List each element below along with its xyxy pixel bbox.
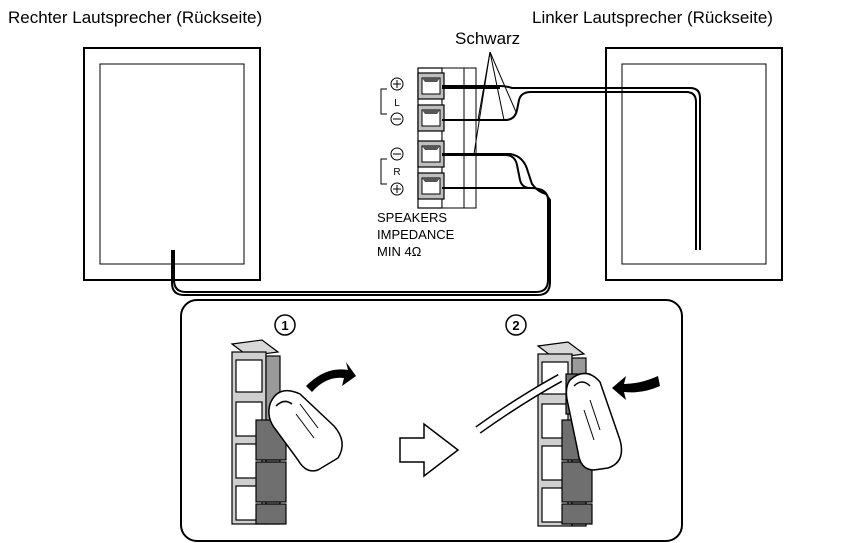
impedance-label: IMPEDANCE	[377, 227, 455, 242]
finger-icon	[565, 372, 623, 471]
terminal-r-plus	[417, 172, 445, 200]
right-speaker-label: Rechter Lautsprecher (Rückseite)	[8, 8, 263, 27]
finger-icon	[268, 389, 343, 472]
left-speaker-box	[605, 47, 783, 281]
left-speaker-label: Linker Lautsprecher (Rückseite)	[532, 8, 773, 27]
speaker-wires	[171, 85, 701, 296]
terminal-l-minus	[417, 104, 445, 132]
channel-l-label: L	[394, 98, 400, 109]
channel-r-label: R	[393, 167, 400, 178]
step2-badge: 2	[505, 314, 527, 336]
black-wire-pointer	[473, 51, 517, 155]
arrow-right-icon	[306, 362, 356, 392]
speaker-terminal-block	[417, 67, 477, 209]
arrow-left-icon	[612, 376, 660, 400]
step2-number: 2	[512, 318, 519, 333]
step1-badge: 1	[274, 314, 296, 336]
plus-icon	[390, 182, 404, 196]
step1-number: 1	[281, 318, 288, 333]
hollow-arrow-icon	[399, 422, 460, 478]
r-bracket	[380, 158, 387, 185]
speaker-wire-inner	[476, 375, 562, 433]
black-wire-label: Schwarz	[455, 29, 521, 48]
minus-icon	[390, 147, 404, 161]
plus-icon	[390, 77, 404, 91]
speakers-label: SPEAKERS	[377, 210, 448, 225]
min-impedance-label: MIN 4Ω	[377, 244, 422, 259]
minus-icon	[390, 112, 404, 126]
right-speaker-box	[83, 47, 261, 281]
l-bracket	[380, 88, 387, 115]
terminal-r-minus	[417, 140, 445, 168]
terminal-l-plus	[417, 72, 445, 100]
